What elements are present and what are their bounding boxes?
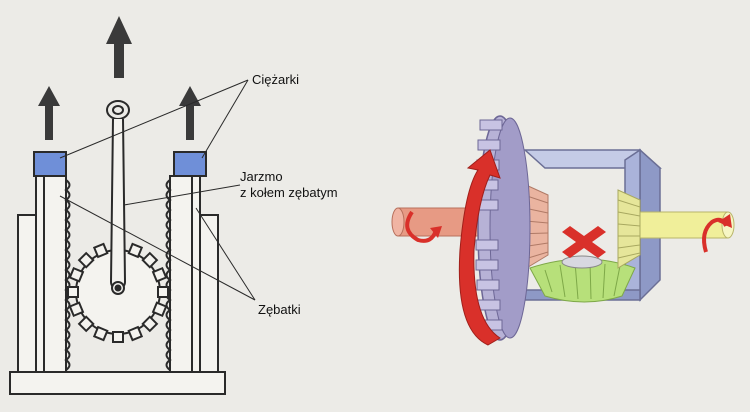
leader-lines: [59, 79, 256, 301]
left-shaft-rotation-arrow: [405, 210, 438, 243]
left-weight: [33, 151, 67, 177]
label-weights: Ciężarki: [252, 72, 299, 87]
left-shaft-arrowhead: [430, 226, 442, 238]
right-up-arrow: [179, 86, 201, 140]
center-gear-teeth: [67, 241, 169, 343]
red-cross-mark: [562, 226, 606, 258]
yoke-arm: [106, 100, 130, 295]
label-yoke-line1: Jarzmo: [240, 169, 283, 184]
ring-gear: [475, 115, 531, 341]
ring-rotation-arrow: [458, 149, 501, 346]
right-shaft: [639, 211, 735, 239]
differential-3d: [391, 115, 735, 346]
left-rack: [35, 175, 71, 373]
upward-arrows: [38, 16, 201, 140]
right-shaft-arrowhead: [718, 214, 732, 228]
label-racks: Zębatki: [258, 302, 301, 317]
left-up-arrow: [38, 86, 60, 140]
schematic-left: [9, 100, 226, 395]
right-weight: [173, 151, 207, 177]
center-up-arrow: [106, 16, 132, 78]
right-rack: [165, 175, 201, 373]
base-plate: [9, 371, 226, 395]
label-yoke-line2: z kołem zębatym: [240, 185, 338, 200]
yellow-bevel-gear: [617, 189, 641, 269]
green-bevel-gear: [529, 255, 636, 303]
